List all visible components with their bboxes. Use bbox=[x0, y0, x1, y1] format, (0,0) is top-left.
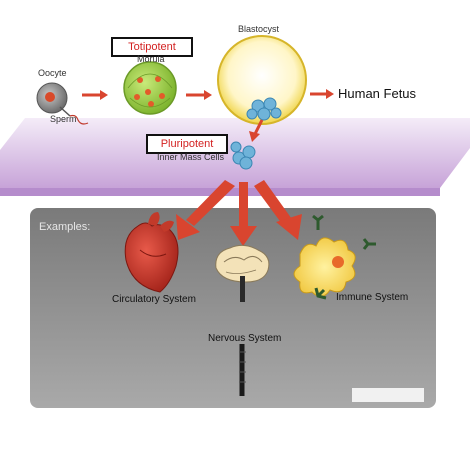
morula-label: Morula bbox=[137, 54, 165, 64]
arrow-to-heart bbox=[176, 180, 235, 240]
inner-mass-cells-label: Inner Mass Cells bbox=[157, 152, 225, 162]
examples-label: Examples: bbox=[39, 221, 91, 233]
arrow-morula-to-blastocyst bbox=[186, 90, 212, 100]
circulatory-system-label: Circulatory System bbox=[112, 294, 196, 305]
brain-spine-icon bbox=[215, 244, 270, 396]
immune-system-label: Immune System bbox=[336, 292, 409, 303]
blastocyst-label: Blastocyst bbox=[238, 24, 280, 34]
arrow-to-nervous bbox=[230, 182, 257, 246]
antibody-icon bbox=[312, 214, 376, 300]
sperm bbox=[59, 106, 89, 125]
examples-panel-footer bbox=[352, 388, 424, 402]
human-fetus-label: Human Fetus bbox=[338, 86, 417, 101]
blastocyst bbox=[217, 35, 307, 125]
arrow-oocyte-to-morula bbox=[82, 90, 108, 100]
sperm-label: Sperm bbox=[50, 114, 77, 124]
arrow-blastocyst-to-fetus bbox=[310, 89, 334, 99]
morula-cluster bbox=[123, 61, 177, 115]
oocyte-label: Oocyte bbox=[38, 68, 67, 78]
pluripotent-label: Pluripotent bbox=[146, 134, 228, 154]
arrow-to-immune bbox=[254, 180, 302, 240]
arrow-blastocyst-to-inner-mass bbox=[249, 119, 264, 142]
heart-icon bbox=[124, 212, 179, 293]
immune-cell-icon bbox=[293, 237, 356, 297]
totipotent-label: Totipotent bbox=[111, 37, 193, 57]
oocyte-cell bbox=[36, 82, 68, 114]
nervous-system-label: Nervous System bbox=[208, 333, 282, 344]
inner-mass-cells bbox=[230, 141, 256, 170]
examples-panel bbox=[30, 208, 436, 408]
